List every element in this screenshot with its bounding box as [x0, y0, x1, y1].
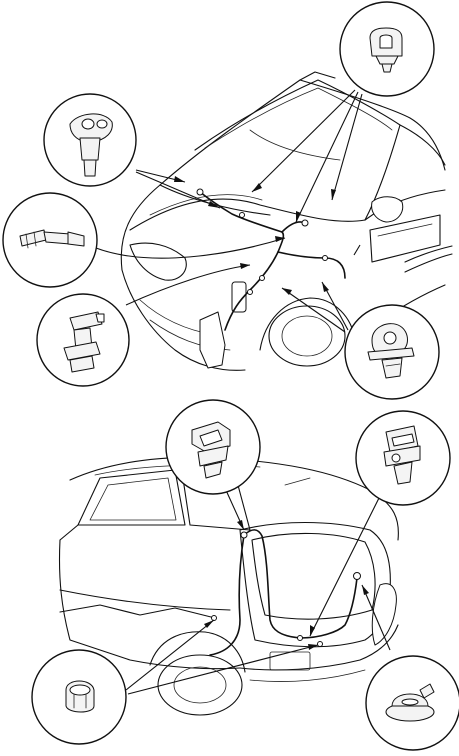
hose-clamp-clip-icon: [367, 323, 415, 379]
callout-hose-clamp-clip: [344, 304, 440, 400]
callout-rear-washer-nozzle: [365, 655, 459, 751]
leader-lines: [95, 89, 391, 695]
washer-nozzle-icon: [69, 113, 113, 177]
rear-car-view: [58, 456, 399, 716]
callout-hose-clip: [165, 399, 261, 495]
callout-hose-holder-clip: [36, 293, 130, 387]
callout-grommet-clip: [31, 649, 127, 745]
hose-clip-icon: [191, 421, 231, 479]
rear-washer-nozzle-icon: [385, 683, 435, 722]
callout-washer-nozzle: [43, 93, 137, 187]
hose-joint-icon: [19, 229, 85, 249]
callout-hose-joint: [2, 192, 98, 288]
double-hose-clip-icon: [383, 425, 421, 485]
front-car-view: [120, 71, 453, 371]
push-clip-icon: [369, 27, 403, 73]
grommet-clip-icon: [65, 680, 95, 713]
callout-push-clip: [339, 1, 435, 97]
hose-holder-clip-icon: [63, 311, 105, 373]
callout-double-hose-clip: [355, 410, 451, 506]
